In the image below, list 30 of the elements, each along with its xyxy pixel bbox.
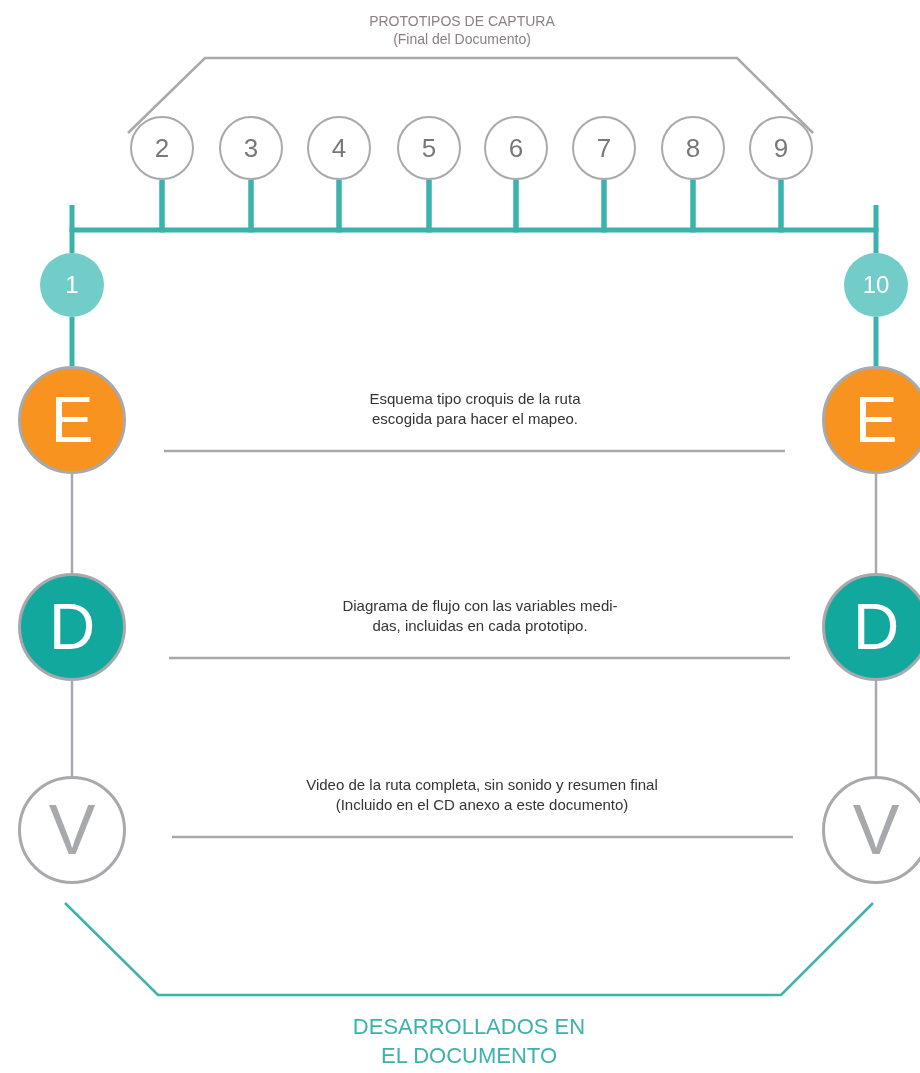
- description-text: Diagrama de flujo con las variables medi- das, incluidas en cada prototipo.: [341, 596, 619, 635]
- connector-line: [778, 180, 879, 253]
- node-letter: 7: [596, 135, 612, 161]
- node-letter: V: [48, 795, 96, 865]
- description-text: Esquema tipo croquis de la ruta escogida para hacer el mapeo.: [368, 389, 582, 428]
- node-letter: 9: [773, 135, 789, 161]
- circle-node: [130, 116, 194, 180]
- connector-line: [873, 317, 879, 366]
- node-letter: E: [854, 388, 898, 452]
- node-letter: V: [852, 795, 900, 865]
- connector-line: [70, 681, 74, 776]
- circle-node: [749, 116, 813, 180]
- connector-line: [70, 474, 74, 573]
- node-letter: 1: [65, 273, 79, 297]
- node-letter: E: [50, 388, 94, 452]
- node-letter: 8: [685, 135, 701, 161]
- node-letter: 5: [421, 135, 437, 161]
- description-text: Video de la ruta completa, sin sonido y resumen final (Incluido en el CD anexo a este documento): [305, 775, 659, 814]
- connector-line: [69, 317, 75, 366]
- group-caption: PROTOTIPOS DE CAPTURA (Final del Documento): [368, 12, 556, 49]
- node-letter: 10: [862, 273, 890, 297]
- node-letter: 2: [154, 135, 170, 161]
- node-letter: 4: [331, 135, 347, 161]
- connector-line: [874, 474, 878, 573]
- connector-line: [874, 681, 878, 776]
- node-letter: D: [852, 595, 900, 659]
- node-letter: D: [48, 595, 96, 659]
- group-caption: DESARROLLADOS EN EL DOCUMENTO: [351, 1013, 587, 1070]
- node-letter: 3: [243, 135, 259, 161]
- node-letter: 6: [508, 135, 524, 161]
